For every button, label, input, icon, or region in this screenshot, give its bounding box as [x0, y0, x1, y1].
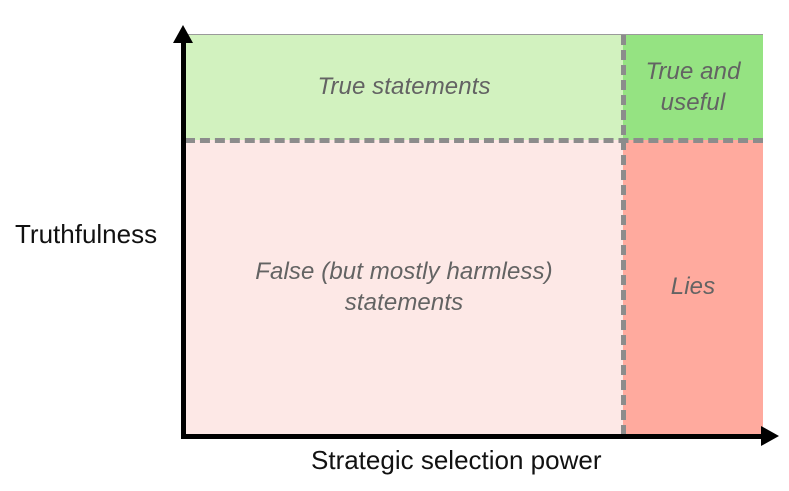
vertical-dashed-divider	[621, 35, 626, 435]
quadrant-true-statements-label: True statements	[317, 73, 491, 101]
x-axis-title: Strategic selection power	[311, 445, 602, 475]
arrow-up-icon	[173, 25, 193, 43]
horizontal-dashed-divider	[185, 138, 763, 143]
arrow-right-icon	[761, 426, 779, 446]
plot-area: True statements True and useful False (b…	[185, 34, 763, 435]
quadrant-lies-label: Lies	[670, 273, 716, 301]
y-axis-title: Truthfulness	[15, 219, 158, 249]
x-axis-line	[181, 434, 766, 439]
quadrant-false-but-harmless-label: False (but mostly harmless) statements	[255, 257, 553, 316]
quadrant-false-but-harmless[interactable]: False (but mostly harmless) statements	[185, 140, 623, 435]
quadrant-true-and-useful-label: True and useful	[645, 57, 741, 116]
y-axis-line	[181, 40, 186, 439]
quadrant-true-statements[interactable]: True statements	[185, 35, 623, 140]
quadrant-true-and-useful[interactable]: True and useful	[623, 35, 763, 140]
quadrant-lies[interactable]: Lies	[623, 140, 763, 435]
